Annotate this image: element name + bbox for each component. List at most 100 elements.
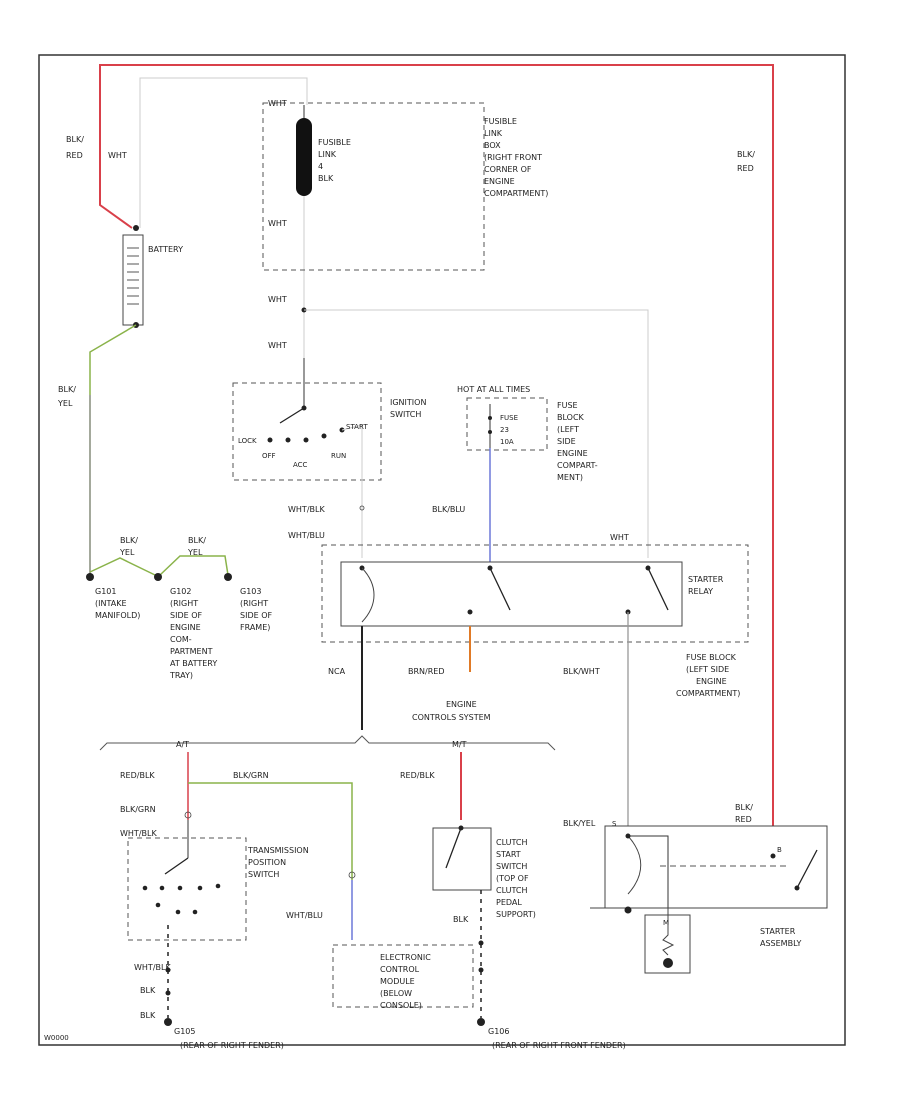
fuse-block-note-6: COMPART- [557,461,598,470]
label-blk-yel-g2-2: YEL [187,548,203,557]
fuse-block-left-4: COMPARTMENT) [676,689,740,698]
clutch-ground-dot-2 [478,967,484,973]
label-blk-red-2: RED [66,151,83,160]
g105-label-2: (REAR OF RIGHT FENDER) [180,1041,284,1050]
g102-label-1: G102 [170,587,191,596]
starter-pin-s [625,833,631,839]
ground-g103 [224,573,232,581]
starter-pin-s-label: S [612,820,617,828]
relay-coil [361,567,375,623]
fl-note-7: COMPARTMENT) [484,189,548,198]
starter-pin-b [770,853,776,859]
starter-wiring [628,835,669,908]
tps-ground-dot-1 [165,967,171,973]
fusible-link-label-3: 4 [318,162,323,171]
label-wht-blk-tps: WHT/BLK [120,829,157,838]
clutch-label-5: CLUTCH [496,886,528,895]
fuse-label-3: 10A [500,438,514,446]
fuse-block-note-7: MENT) [557,473,583,482]
ign-pos-acc [303,437,309,443]
starter-assembly-label-2: ASSEMBLY [760,939,801,948]
label-blk-yel-g2-1: BLK/ [188,536,206,545]
clutch-label-3: SWITCH [496,862,527,871]
label-blk-red-1: BLK/ [66,135,84,144]
tps-contact-arm [164,857,189,875]
fl-note-3: BOX [484,141,501,150]
tps-label-2: POSITION [248,858,286,867]
connector-at [184,811,192,819]
diagram-border [38,54,846,1046]
g102-label-7: AT BATTERY [170,659,217,668]
label-blk-red-right-2: RED [737,164,754,173]
ecm-label-2: CONTROL [380,965,420,974]
at-label: A/T [176,740,189,749]
wire-ign-start [341,424,363,558]
fuse-label-2: 23 [500,426,509,434]
g102-label-3: SIDE OF [170,611,202,620]
fuse-dot-1 [488,416,492,420]
starter-relay-label-1: STARTER [688,575,724,584]
starter-contact [796,849,818,889]
starter-relay-box [340,561,683,627]
fuse-label-1: FUSE [500,414,518,422]
fusible-link-symbol [296,118,312,196]
wire-wht-to-relay [304,309,649,558]
fl-note-5: CORNER OF [484,165,532,174]
fusible-link-label-2: LINK [318,150,337,159]
fuse-block-note-1: FUSE [557,401,578,410]
fuse-block-note-5: ENGINE [557,449,588,458]
transmission-position-switch-box [127,837,247,941]
fuse-block-note-3: (LEFT [557,425,579,434]
label-blk-blu: BLK/BLU [432,505,465,514]
label-blk-grn-top: BLK/GRN [233,771,269,780]
fl-note-4: (RIGHT FRONT [484,153,542,162]
g106-label-1: G106 [488,1027,509,1036]
wire-wht-battery [139,77,308,228]
ignition-contact-arm [279,407,305,424]
fl-note-6: ENGINE [484,177,515,186]
label-blk-red-right-1: BLK/ [737,150,755,159]
ecm-label-5: CONSOLE) [380,1001,422,1010]
ign-label-lock: LOCK [238,437,257,445]
label-blk-yel-starter: BLK/YEL [563,819,596,828]
ign-pos-off [285,437,291,443]
clutch-label-2: START [496,850,521,859]
ground-g102 [154,573,162,581]
g105-label-1: G105 [174,1027,195,1036]
footer-code: W0000 [44,1034,69,1042]
g103-label-3: SIDE OF [240,611,272,620]
ecm-label-1: ELECTRONIC [380,953,431,962]
tps-label-3: SWITCH [248,870,279,879]
relay-pin-4 [467,609,473,615]
ign-label-acc: ACC [293,461,308,469]
relay-switch-2 [647,567,669,611]
fuse-block-box [466,397,548,451]
fuse-dot-2 [488,430,492,434]
ground-g101 [86,573,94,581]
ignition-switch-label-2: SWITCH [390,410,421,419]
fuse-block-left-1: FUSE BLOCK [686,653,737,662]
label-blk-grn: BLK/GRN [120,805,156,814]
hot-at-all-times-label: HOT AT ALL TIMES [457,385,530,394]
fusible-link-box [262,102,485,271]
label-blk-yel-2: YEL [57,399,73,408]
fusible-link-label-4: BLK [318,174,334,183]
starter-relay-label-2: RELAY [688,587,713,596]
ground-g105 [164,1018,172,1026]
wire-blk-red-main [99,64,774,826]
g102-label-8: TRAY) [169,671,193,680]
label-wht-top: WHT [268,99,287,108]
starter-pin-b-label: B [777,846,782,854]
clutch-label-1: CLUTCH [496,838,528,847]
engine-controls-label-2: CONTROLS SYSTEM [412,713,491,722]
label-blk-red-starter-1: BLK/ [735,803,753,812]
label-wht-mid: WHT [268,219,287,228]
ign-pivot [301,405,307,411]
fuse-block-note-4: SIDE [557,437,576,446]
battery-positive-terminal [133,225,139,231]
fl-note-2: LINK [484,129,503,138]
label-red-blk-mt: RED/BLK [400,771,435,780]
label-wht-blu-ecm: WHT/BLU [286,911,323,920]
